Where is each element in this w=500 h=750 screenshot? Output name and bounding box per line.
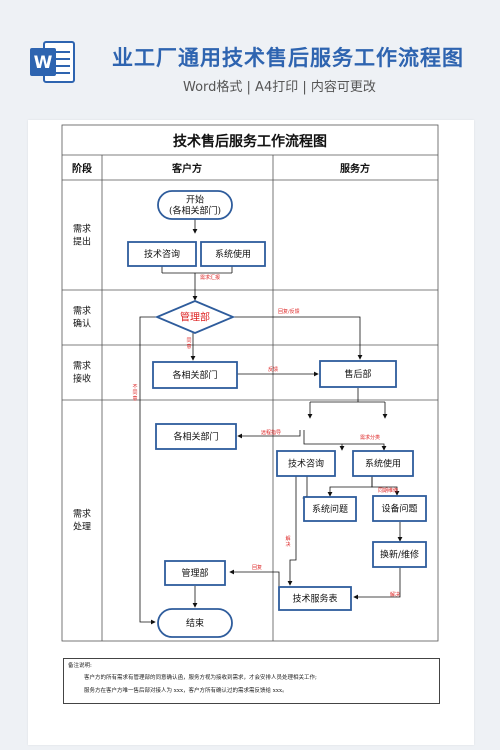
edge-label-agree: 同意 <box>186 338 191 350</box>
page-header: W 业工厂通用技术售后服务工作流程图 Word格式 | A4打印 | 内容可更改 <box>0 0 500 110</box>
node-system-use-1: 系统使用 <box>200 241 266 267</box>
node-label: 系统使用 <box>365 458 401 470</box>
edge-label-reply: 回复 <box>252 564 262 571</box>
col-header-service: 服务方 <box>340 162 370 175</box>
node-label: 设备问题 <box>381 503 417 515</box>
stage-label: 需求接收 <box>73 360 91 385</box>
node-tech-consult-1: 技术咨询 <box>127 241 197 267</box>
edge-label-demand-classify: 需求分类 <box>360 434 380 441</box>
node-tech-consult-2: 技术咨询 <box>276 450 336 477</box>
node-label: 技术咨询 <box>288 458 324 470</box>
node-manager-2: 管理部 <box>164 560 226 586</box>
node-dept-1: 各相关部门 <box>152 361 238 389</box>
flow-nodes: 开始(各相关部门)技术咨询系统使用管理部各相关部门售后部各相关部门技术咨询系统使… <box>127 190 427 638</box>
note-box: 备注说明: 客户方的所有需求有管理部的同意确认函，服务方视为接收到需求，才会安排… <box>63 658 440 704</box>
edge-label-disagree: 不同意 <box>132 384 137 402</box>
edge-label-feedback: 反馈 <box>268 366 278 373</box>
node-label: 技术服务表 <box>292 593 337 605</box>
node-label: 换新/维修 <box>380 549 419 561</box>
node-label: 技术咨询 <box>144 248 180 260</box>
node-label: 开始(各相关部门) <box>169 194 221 217</box>
note-line-1: 客户方的所有需求有管理部的同意确认函，服务方视为接收到需求，才会安排人员处理相关… <box>84 675 317 681</box>
node-manager-1: 管理部 <box>154 300 236 334</box>
stage-label: 需求处理 <box>73 508 91 533</box>
edge-label-sync-repair: 同期维修 <box>378 487 398 494</box>
stage-label: 需求提出 <box>73 223 91 248</box>
note-title: 备注说明: <box>68 663 92 669</box>
page-subtitle: Word格式 | A4打印 | 内容可更改 <box>183 80 376 95</box>
node-service-table: 技术服务表 <box>278 586 352 611</box>
chart-title: 技术售后服务工作流程图 <box>173 133 327 150</box>
col-header-client: 客户方 <box>171 162 202 175</box>
edge-label-reply-feedback: 回复/反馈 <box>278 308 300 315</box>
edge-label-solve: 解决 <box>285 535 290 548</box>
node-label: 系统使用 <box>215 248 251 260</box>
node-label: 各相关部门 <box>173 431 218 443</box>
col-header-stage: 阶段 <box>72 162 92 175</box>
node-start: 开始(各相关部门) <box>157 190 233 220</box>
node-device-problem: 设备问题 <box>372 495 427 522</box>
svg-text:W: W <box>34 53 53 73</box>
edge-label-demand-report: 需求汇报 <box>200 274 220 281</box>
node-end: 结束 <box>157 608 233 638</box>
node-label: 各相关部门 <box>172 369 217 381</box>
node-label: 管理部 <box>181 567 208 579</box>
node-label: 系统问题 <box>312 503 348 515</box>
node-after-sales: 售后部 <box>319 360 397 388</box>
node-label: 管理部 <box>180 311 210 324</box>
edge-label-solve-2: 解决 <box>390 591 400 598</box>
table-frame <box>61 124 439 642</box>
node-repair: 换新/维修 <box>372 541 427 568</box>
node-label: 售后部 <box>344 368 371 380</box>
word-icon: W <box>30 41 75 83</box>
node-dept-2: 各相关部门 <box>155 423 237 450</box>
flow-edges <box>139 219 403 625</box>
page-title: 业工厂通用技术售后服务工作流程图 <box>112 46 464 70</box>
node-system-use-2: 系统使用 <box>352 450 414 477</box>
stage-label: 需求确认 <box>73 305 91 330</box>
node-system-problem: 系统问题 <box>303 496 357 522</box>
note-line-2: 服务方在客户方唯一售后部对接人为 xxx，客户方所有确认过的需求需反馈给 xxx… <box>84 688 288 694</box>
edge-label-remote-guide: 远程指导 <box>261 429 281 436</box>
node-label: 结束 <box>186 617 204 629</box>
